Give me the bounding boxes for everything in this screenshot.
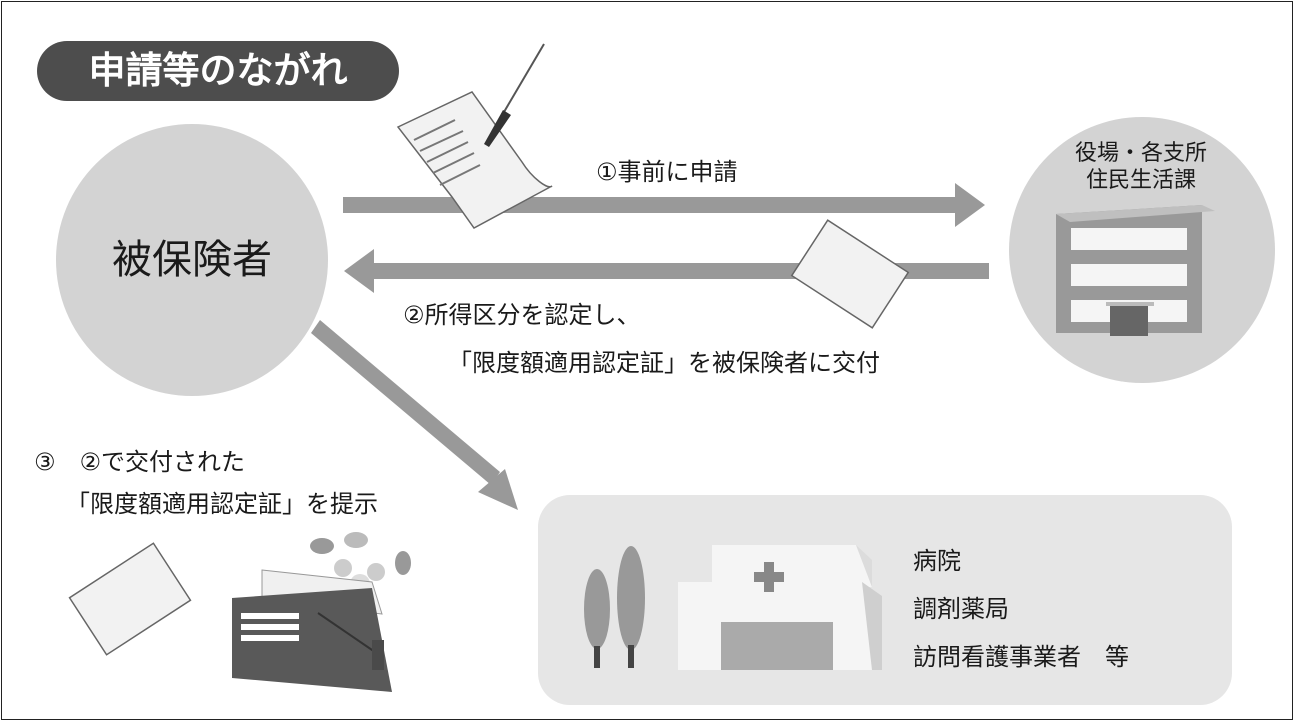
step2-label-line2: 「限度額適用認定証」を被保険者に交付 <box>448 349 880 377</box>
step3-label-line2: 「限度額適用認定証」を提示 <box>66 490 378 518</box>
insured-circle <box>56 124 328 396</box>
diagram-title: 申請等のながれ <box>88 49 348 92</box>
certificate-card-icon <box>790 219 910 329</box>
office-building-icon <box>1056 205 1215 336</box>
office-label-line1: 役場・各支所 <box>1074 141 1207 166</box>
provider-home-nursing: 訪問看護事業者 等 <box>913 643 1129 671</box>
step2-label-line1: ②所得区分を認定し、 <box>403 301 641 329</box>
step1-label: ①事前に申請 <box>596 158 738 186</box>
office-label-line2: 住民生活課 <box>1085 168 1196 193</box>
title-pill <box>37 41 399 101</box>
insured-label: 被保険者 <box>112 237 272 283</box>
hospital-icon <box>678 545 882 670</box>
provider-hospital: 病院 <box>913 547 961 575</box>
apply-arrow <box>343 183 985 227</box>
provider-pharmacy: 調剤薬局 <box>913 595 1009 623</box>
trees-icon <box>584 546 645 668</box>
application-form-icon <box>396 43 553 229</box>
step3-label-line1: ③ ②で交付された <box>34 448 246 476</box>
wallet-icon <box>232 532 411 692</box>
certificate-card-icon <box>68 542 192 656</box>
present-arrow <box>311 320 518 510</box>
